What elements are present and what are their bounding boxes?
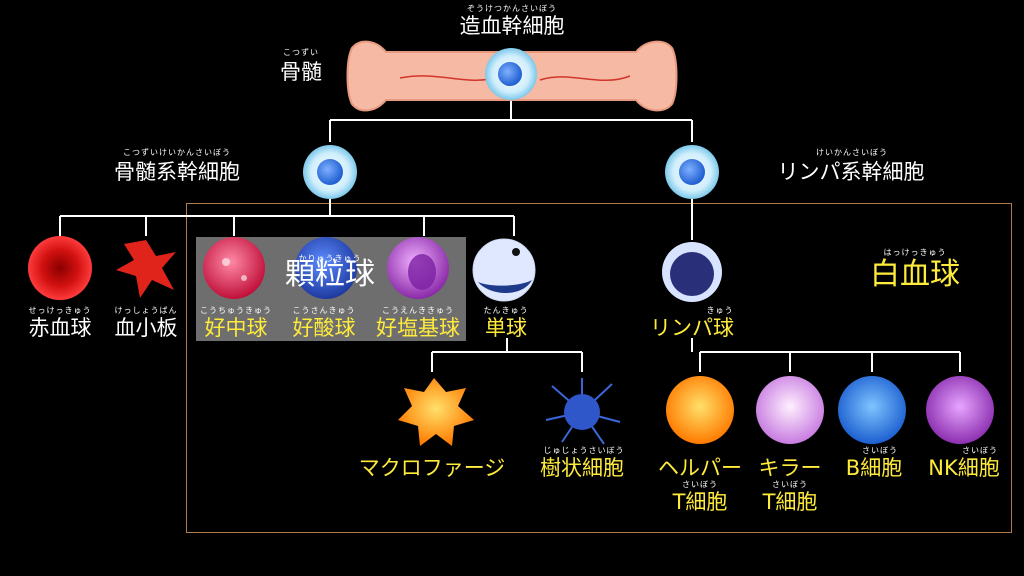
b-cell-label: B細胞 — [845, 456, 903, 480]
eosinophil-label: 好酸球 — [292, 316, 356, 340]
platelet-icon — [116, 240, 176, 298]
platelet-label: 血小板 — [114, 316, 178, 340]
white-blood-cell-label: 白血球 — [870, 257, 960, 292]
neutrophil-ruby: こうちゅうきゅう — [200, 306, 272, 315]
neutrophil-icon — [203, 237, 265, 299]
lymphoid-stem-ruby: けいかんさいぼう — [816, 148, 888, 157]
granulocyte-label: 顆粒球 — [285, 257, 375, 292]
monocyte-icon — [472, 238, 536, 302]
dendritic-cell-icon — [545, 378, 621, 445]
nk-cell-label: NK細胞 — [928, 456, 1000, 480]
killer-t-cell-icon — [756, 376, 824, 444]
basophil-ruby: こうえんききゅう — [382, 306, 454, 315]
lymphoid-stem-cell-icon — [665, 145, 719, 199]
granulocyte-ruby: かりゅうきゅう — [298, 254, 362, 263]
killer-t-label-line1: キラー — [758, 456, 822, 480]
b-cell-ruby: さいぼう — [862, 446, 898, 455]
dendritic-ruby: じゅじょうさいぼう — [543, 446, 625, 455]
rbc-label: 赤血球 — [28, 316, 92, 340]
helper-t-ruby: さいぼう — [682, 480, 718, 489]
myeloid-stem-label: 骨髄系幹細胞 — [114, 160, 240, 184]
red-blood-cell-icon — [28, 236, 92, 300]
platelet-ruby: けっしょうばん — [114, 306, 178, 315]
hematopoietic-stem-cell-icon — [485, 48, 537, 100]
helper-t-label-line2: T細胞 — [672, 490, 728, 514]
stem-cell-ruby: ぞうけつかんさいぼう — [467, 4, 557, 13]
myeloid-stem-cell-icon — [303, 145, 357, 199]
macrophage-icon — [398, 378, 474, 446]
dendritic-label: 樹状細胞 — [540, 456, 624, 480]
marrow-ruby: こつずい — [283, 48, 319, 57]
connector-lines — [59, 100, 961, 372]
white-blood-cell-ruby: はっけっきゅう — [883, 248, 947, 257]
myeloid-stem-ruby: こつずいけいかんさいぼう — [123, 148, 231, 157]
macrophage-label: マクロファージ — [358, 456, 506, 480]
lymphocyte-label: リンパ球 — [650, 316, 734, 340]
killer-t-label-line2: T細胞 — [762, 490, 818, 514]
neutrophil-label: 好中球 — [204, 316, 268, 340]
nk-cell-ruby: さいぼう — [962, 446, 998, 455]
basophil-label: 好塩基球 — [376, 316, 460, 340]
eosinophil-ruby: こうさんきゅう — [292, 306, 356, 315]
b-cell-icon — [838, 376, 906, 444]
basophil-icon — [387, 237, 449, 299]
white-blood-cell-frame — [186, 203, 1012, 533]
rbc-ruby: せっけっきゅう — [28, 306, 92, 315]
helper-t-label-line1: ヘルパー — [658, 456, 742, 480]
monocyte-ruby: たんきゅう — [483, 306, 529, 315]
lymphocyte-ruby: きゅう — [706, 306, 734, 315]
nk-cell-icon — [926, 376, 994, 444]
lymphocyte-icon — [662, 242, 722, 302]
monocyte-label: 単球 — [485, 316, 527, 340]
helper-t-cell-icon — [666, 376, 734, 444]
stem-cell-label: 造血幹細胞 — [459, 14, 565, 38]
lymphoid-stem-label: リンパ系幹細胞 — [777, 160, 925, 184]
marrow-label: 骨髄 — [280, 60, 322, 84]
eosinophil-icon — [295, 237, 357, 299]
killer-t-ruby: さいぼう — [772, 480, 808, 489]
